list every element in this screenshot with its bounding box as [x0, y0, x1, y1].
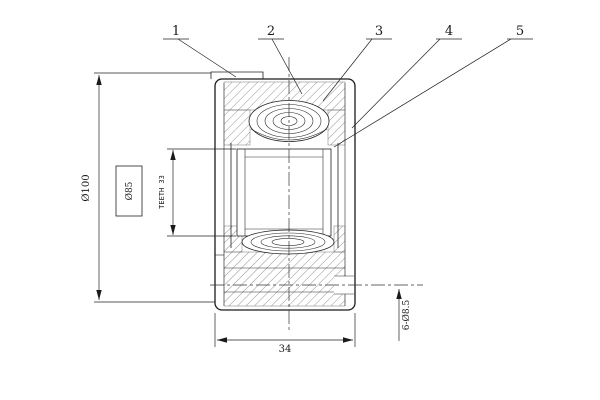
callout-5: 5: [333, 24, 533, 148]
ball-ellipse: [260, 235, 316, 249]
callout-2: 2: [258, 24, 303, 95]
lower-ball-track: [241, 229, 335, 255]
dim-outer-diameter: Ø100: [81, 72, 215, 303]
ball-ellipse: [241, 229, 335, 255]
callouts: 1 2 3 4 5: [163, 24, 533, 148]
leader-line: [322, 38, 373, 102]
housing-section: [210, 71, 356, 311]
leader-line: [333, 38, 512, 148]
callout-1-number: 1: [172, 24, 180, 39]
leader-line: [271, 38, 303, 95]
callout-4-number: 4: [445, 24, 453, 39]
hatch-region: [327, 109, 346, 146]
dim-spline: TEETH 33: [158, 148, 236, 237]
ball-ellipse: [250, 232, 326, 252]
callout-4: 4: [351, 24, 462, 129]
callout-5-number: 5: [516, 24, 524, 39]
leader-line: [351, 38, 441, 129]
dim-bolt-holes: 6-Ø8.5: [396, 289, 412, 341]
dim-outer-diameter-label: Ø100: [81, 174, 92, 201]
dim-spline-label: TEETH 33: [158, 175, 166, 209]
hatch-region: [223, 109, 251, 146]
dimensions: Ø100 Ø85 TEETH 33 34 6-Ø8.5: [81, 72, 412, 355]
callout-3: 3: [322, 24, 392, 102]
hatch-region: [223, 251, 346, 307]
hatch-region: [333, 225, 346, 253]
dim-inner-diameter: Ø85: [115, 165, 143, 217]
inner-race-outline: [236, 148, 332, 237]
inner-race: [236, 148, 332, 237]
dim-width: 34: [214, 313, 356, 355]
callout-2-number: 2: [267, 24, 275, 39]
ball-ellipse: [271, 238, 305, 246]
dim-width-label: 34: [279, 344, 292, 355]
dim-bolt-holes-label: 6-Ø8.5: [401, 300, 412, 331]
dim-inner-diameter-label: Ø85: [124, 181, 135, 200]
centerlines: [210, 57, 423, 333]
callout-1: 1: [163, 24, 237, 78]
leader-line: [177, 38, 237, 78]
callout-3-number: 3: [375, 24, 383, 39]
cover-lip: [210, 71, 264, 79]
dimension-box: [115, 165, 143, 217]
